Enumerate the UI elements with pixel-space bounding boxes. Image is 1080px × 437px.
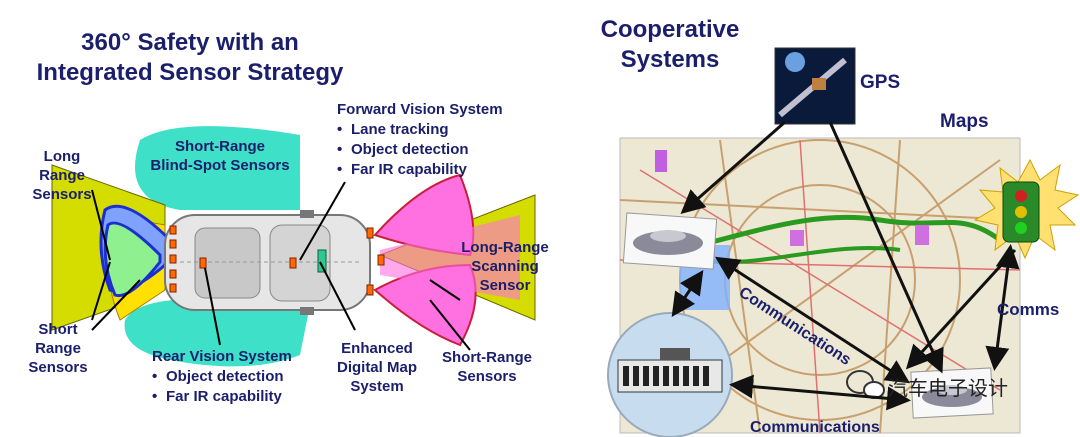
satellite-icon (774, 47, 856, 125)
left-title-line2: Integrated Sensor Strategy (36, 59, 344, 86)
car-top-view (164, 210, 371, 315)
scanning-line2: Scanning (471, 258, 539, 275)
short-range-sensors-right-label: Short-Range Sensors (432, 348, 542, 386)
left-title-line1: 360° Safety with an (81, 29, 299, 56)
blind-spot-line1: Short-Range (175, 138, 265, 155)
watermark-text: 汽车电子设计 (888, 376, 1008, 400)
rear-vision-label: Rear Vision System Object detection Far … (152, 347, 332, 407)
forward-vision-label: Forward Vision System Lane tracking Obje… (337, 100, 537, 180)
sensor-markers (169, 225, 385, 296)
digital-map-line3: System (350, 378, 404, 395)
short-range-right-line1: Short-Range (442, 349, 532, 366)
right-title-line2: Systems (620, 46, 720, 73)
right-title-line1: Cooperative (600, 16, 740, 43)
rear-vision-title: Rear Vision System (152, 348, 292, 365)
traffic-light-icon (973, 158, 1080, 260)
building-icon (607, 312, 733, 437)
comms-label: Comms (997, 300, 1060, 319)
communications-bottom-label: Communications (750, 419, 880, 436)
long-range-line2: Range (39, 167, 85, 184)
short-range-left-line3: Sensors (28, 359, 88, 376)
blue-zone-rear-inner (103, 221, 162, 298)
forward-vision-list: Lane tracking Object detection Far IR ca… (337, 120, 537, 180)
forward-vision-item: Object detection (337, 140, 537, 160)
gps-label: GPS (860, 72, 901, 93)
blind-spot-zone-top (135, 126, 300, 210)
scanning-line1: Long-Range (461, 239, 549, 256)
short-range-left-line1: Short (38, 321, 78, 338)
car-photo-icon (622, 212, 718, 270)
rear-vision-list: Object detection Far IR capability (152, 367, 332, 407)
blind-spot-sensors-label: Short-Range Blind-Spot Sensors (135, 137, 305, 175)
blind-spot-line2: Blind-Spot Sensors (150, 157, 290, 174)
right-title: Cooperative Systems (585, 15, 755, 75)
digital-map-label: Enhanced Digital Map System (322, 339, 432, 396)
digital-map-line1: Enhanced (341, 340, 413, 357)
long-range-line1: Long (43, 148, 81, 165)
scanning-line3: Sensor (479, 277, 531, 294)
forward-vision-item: Lane tracking (337, 120, 537, 140)
long-range-sensors-label: Long Range Sensors (22, 147, 102, 204)
car-photo-icon-2 (910, 367, 994, 419)
long-range-line3: Sensors (32, 186, 92, 203)
arrows (671, 120, 1020, 411)
left-title: 360° Safety with an Integrated Sensor St… (20, 28, 360, 88)
short-range-left-line2: Range (35, 340, 81, 357)
maps-label: Maps (940, 111, 989, 132)
long-range-scanning-label: Long-Range Scanning Sensor (450, 238, 560, 295)
forward-vision-item: Far IR capability (337, 160, 537, 180)
short-range-sensors-left-label: Short Range Sensors (18, 320, 98, 377)
rear-vision-item: Object detection (152, 367, 332, 387)
rear-vision-item: Far IR capability (152, 387, 332, 407)
scanning-zone-front (380, 215, 520, 300)
short-range-right-line2: Sensors (457, 368, 517, 385)
forward-vision-title: Forward Vision System (337, 101, 503, 118)
digital-map-line2: Digital Map (336, 359, 417, 376)
pointer-lines-left (91, 181, 471, 351)
